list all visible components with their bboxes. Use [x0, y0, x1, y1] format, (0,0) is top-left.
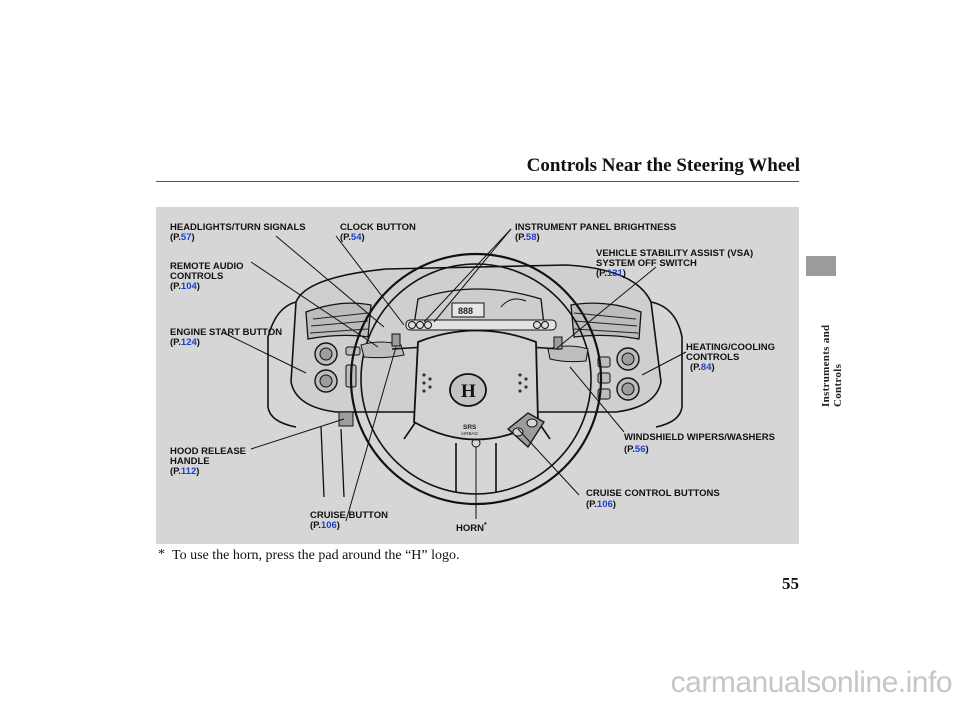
cruise-button-page-link[interactable]: 106 — [320, 520, 337, 531]
page-title: Controls Near the Steering Wheel — [526, 155, 800, 176]
engine-start-page-link[interactable]: 124 — [180, 337, 197, 348]
svg-text:888: 888 — [458, 306, 473, 316]
h-logo: H — [461, 381, 476, 402]
headlights-label: HEADLIGHTS/TURN SIGNALS — [170, 222, 306, 233]
steering-wheel-illustration: 888 H SRS AIRBAG — [223, 228, 687, 522]
cruise-button-ref: (P.106) — [310, 520, 340, 531]
title-rule — [156, 181, 799, 182]
cruise-controls-label: CRUISE CONTROL BUTTONS — [586, 488, 720, 499]
page-number: 55 — [782, 574, 799, 593]
wipers-page-link[interactable]: 56 — [634, 444, 646, 455]
clock-ref: (P.54) — [340, 232, 365, 243]
brightness-ref: (P.58) — [515, 232, 540, 243]
brightness-page-link[interactable]: 58 — [525, 232, 537, 243]
horn-label: HORN* — [456, 522, 487, 535]
srs-text: SRS — [463, 424, 477, 431]
heating-page-link[interactable]: 84 — [700, 362, 712, 373]
wipers-label: WINDSHIELD WIPERS/WASHERS — [624, 432, 775, 443]
watermark: carmanualsonline.info — [670, 666, 953, 699]
footnote-mark: * — [158, 547, 165, 562]
hood-release-ref: (P.112) — [170, 466, 200, 477]
wipers-ref: (P.56) — [624, 444, 649, 455]
headlights-page-link[interactable]: 57 — [180, 232, 192, 243]
audio-ref: (P.104) — [170, 281, 200, 292]
airbag-text: AIRBAG — [461, 431, 479, 436]
vsa-page-link[interactable]: 131 — [606, 268, 623, 279]
clock-label: CLOCK BUTTON — [340, 222, 416, 233]
engine-start-ref: (P.124) — [170, 337, 200, 348]
hood-release-page-link[interactable]: 112 — [180, 466, 197, 477]
brightness-label: INSTRUMENT PANEL BRIGHTNESS — [515, 222, 677, 233]
headlights-ref: (P.57) — [170, 232, 195, 243]
section-tab — [806, 256, 836, 276]
audio-page-link[interactable]: 104 — [180, 281, 197, 292]
heating-ref: (P.84) — [690, 362, 715, 373]
engine-start-label: ENGINE START BUTTON — [170, 327, 283, 338]
section-label: Instruments and Controls — [820, 324, 844, 407]
cruise-controls-page-link[interactable]: 106 — [596, 499, 613, 510]
cruise-button-label: CRUISE BUTTON — [310, 510, 388, 521]
audio-label: REMOTE AUDIO CONTROLS — [170, 261, 244, 282]
vsa-ref: (P.131) — [596, 268, 626, 279]
footnote-text: To use the horn, press the pad around th… — [172, 548, 460, 563]
vsa-label: VEHICLE STABILITY ASSIST (VSA) SYSTEM OF… — [596, 248, 754, 269]
hood-release-label: HOOD RELEASE HANDLE — [170, 446, 247, 467]
clock-page-link[interactable]: 54 — [350, 232, 362, 243]
steering-wheel-figure: 888 H SRS AIRBAG — [156, 207, 799, 544]
heating-label: HEATING/COOLING CONTROLS — [686, 342, 776, 363]
cruise-controls-ref: (P.106) — [586, 499, 616, 510]
